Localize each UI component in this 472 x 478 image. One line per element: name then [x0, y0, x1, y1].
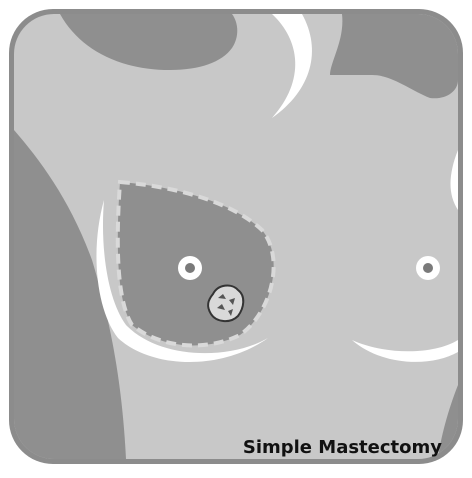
right-nipple-icon: [416, 256, 440, 280]
nipple-icon: [178, 256, 202, 280]
caption: Simple Mastectomy: [243, 437, 442, 458]
